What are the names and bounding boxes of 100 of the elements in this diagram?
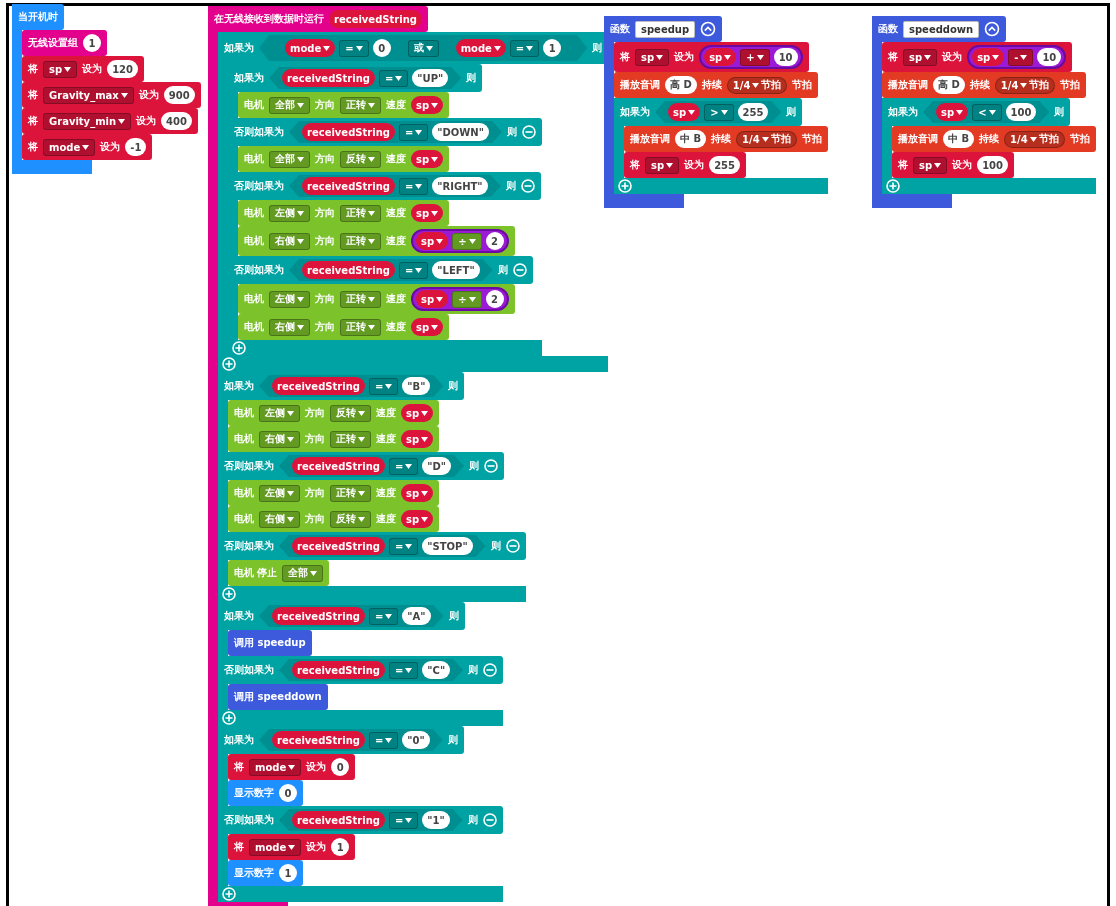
block-label: 方向 xyxy=(305,406,325,420)
dropdown: 全部 xyxy=(282,564,324,582)
block-label: 速度 xyxy=(386,206,406,220)
variable-pill: sp xyxy=(704,48,737,66)
block-label: 电机 xyxy=(244,234,264,248)
block-label: 如果为 xyxy=(224,379,254,393)
value-field: 900 xyxy=(163,86,195,104)
statement-block xyxy=(228,630,312,656)
block-label: 方向 xyxy=(315,98,335,112)
block-label: 电机 xyxy=(244,152,264,166)
block-label: 否则如果为 xyxy=(224,459,274,473)
value-field: 255 xyxy=(709,156,740,174)
dropdown: sp xyxy=(645,156,680,174)
block-label: 将 xyxy=(28,62,38,76)
statement-block xyxy=(22,134,153,160)
statement-block xyxy=(228,684,328,710)
dropdown: = xyxy=(378,69,409,87)
block-label: 否则如果为 xyxy=(234,179,284,193)
block-label: 电机 xyxy=(234,486,254,500)
dropdown: 右侧 xyxy=(259,430,300,448)
block-label: 方向 xyxy=(315,292,335,306)
dropdown: Gravity_min xyxy=(43,112,132,130)
block-label: 设为 xyxy=(306,840,327,854)
variable-pill: sp xyxy=(411,150,444,168)
block-label: 函数 xyxy=(878,22,898,36)
block-label: 设为 xyxy=(942,50,963,64)
value-field: 1 xyxy=(279,864,297,882)
block-label: 方向 xyxy=(315,206,335,220)
value-field: 1 xyxy=(543,39,562,57)
block-label: 设为 xyxy=(100,140,121,154)
dropdown: > xyxy=(704,103,734,121)
block-label: 电机 xyxy=(234,512,254,526)
dropdown: 反转 xyxy=(330,510,371,528)
statement-block xyxy=(22,56,144,82)
variable-pill: receivedString xyxy=(272,607,365,625)
dropdown: + xyxy=(740,48,770,66)
block-label: 节拍 xyxy=(792,78,813,92)
statement-block xyxy=(882,42,1073,72)
value-field: 255 xyxy=(737,103,769,121)
dropdown: 反转 xyxy=(330,404,371,422)
block-label: 速度 xyxy=(376,432,396,446)
block-label: 持续 xyxy=(711,132,732,146)
dropdown: mode xyxy=(249,838,302,856)
block-label: 将 xyxy=(888,50,898,64)
value-field: 100 xyxy=(977,156,1008,174)
value-field: "A" xyxy=(402,607,431,625)
variable-pill: receivedString xyxy=(292,811,385,829)
dropdown: 反转 xyxy=(340,150,381,168)
value-field: 1 xyxy=(331,838,350,856)
statement-block xyxy=(228,780,303,806)
if-block xyxy=(218,602,504,726)
block-label: 方向 xyxy=(305,432,325,446)
block-label: 显示数字 xyxy=(234,866,274,880)
function-name-field: speeddown xyxy=(903,20,980,38)
dropdown: sp xyxy=(913,156,948,174)
dropdown: 右侧 xyxy=(259,510,300,528)
block-label: 调用 speeddown xyxy=(234,690,322,704)
dropdown: 或 xyxy=(407,39,439,57)
statement-block xyxy=(892,126,1096,152)
block-label: 则 xyxy=(506,125,517,139)
value-field: 100 xyxy=(1005,103,1037,121)
block-label: 函数 xyxy=(610,22,630,36)
if-block xyxy=(218,372,526,602)
block-label: 则 xyxy=(447,733,458,747)
block-label: 如果为 xyxy=(224,733,254,747)
dropdown: 全部 xyxy=(269,150,310,168)
statement-block xyxy=(238,92,450,118)
beat-dropdown: 1/4 节拍 xyxy=(994,76,1056,94)
block-label: 则 xyxy=(490,539,501,553)
dropdown: = xyxy=(398,177,429,195)
block-label: 速度 xyxy=(386,234,406,248)
statement-block xyxy=(624,152,746,178)
dropdown: 正转 xyxy=(340,204,381,222)
statement-block xyxy=(228,860,303,886)
value-field: 中 B xyxy=(675,130,707,148)
variable-pill: receivedString xyxy=(302,177,395,195)
value-field: "STOP" xyxy=(422,537,473,555)
dropdown: 正转 xyxy=(340,290,381,308)
value-field: 0 xyxy=(372,39,391,57)
dropdown: sp xyxy=(635,48,670,66)
dropdown: 左侧 xyxy=(259,404,300,422)
dropdown: < xyxy=(972,103,1002,121)
dropdown: 正转 xyxy=(330,430,371,448)
block-label: 则 xyxy=(448,379,459,393)
value-field: -1 xyxy=(125,138,147,156)
block-label: 则 xyxy=(786,105,797,119)
block-label: 否则如果为 xyxy=(234,125,284,139)
value-field: 高 D xyxy=(933,76,965,94)
variable-pill: sp xyxy=(401,430,434,448)
block-label: 否则如果为 xyxy=(224,539,274,553)
block-label: 节拍 xyxy=(801,132,822,146)
block-label: 将 xyxy=(898,158,908,172)
statement-block xyxy=(238,284,515,314)
block-label: 持续 xyxy=(701,78,722,92)
block-label: 如果为 xyxy=(620,105,650,119)
value-field: 2 xyxy=(485,232,504,250)
variable-pill: sp xyxy=(401,404,434,422)
math-operator-pill xyxy=(699,45,803,69)
dropdown: = xyxy=(339,39,369,57)
statement-block xyxy=(882,72,1087,98)
